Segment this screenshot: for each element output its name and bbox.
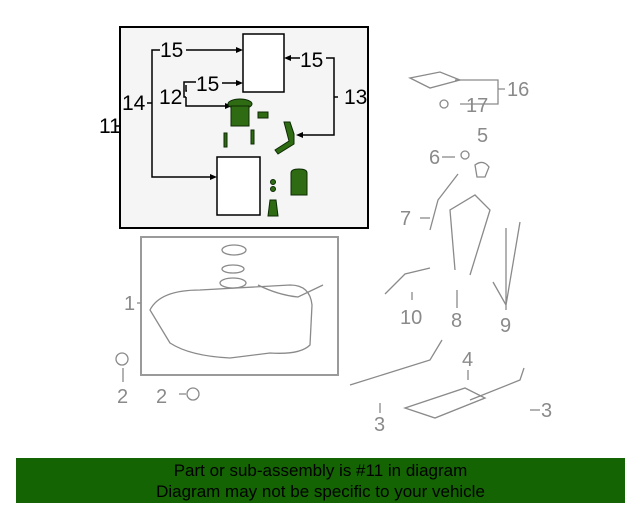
callout-5[interactable]: 5 (477, 125, 488, 147)
callout-2-left[interactable]: 2 (117, 386, 128, 408)
banner-line-2: Diagram may not be specific to your vehi… (156, 482, 485, 501)
callout-2-right[interactable]: 2 (156, 386, 167, 408)
callout-10[interactable]: 10 (400, 307, 422, 329)
callout-6[interactable]: 6 (429, 147, 440, 169)
callout-9[interactable]: 9 (500, 315, 511, 337)
subassembly-notice-banner: Part or sub-assembly is #11 in diagram D… (16, 458, 625, 503)
fuel-tank-box (140, 236, 339, 376)
callout-14[interactable]: 14 (122, 92, 146, 115)
hidden-part-box-bottom (216, 156, 261, 216)
callout-11[interactable]: 11 (99, 115, 121, 138)
callout-3-left[interactable]: 3 (374, 414, 385, 436)
callout-7[interactable]: 7 (400, 208, 411, 230)
callout-12[interactable]: 12 (159, 86, 182, 109)
fuel-pump-parts (223, 98, 308, 217)
callout-1[interactable]: 1 (124, 293, 135, 315)
callout-13[interactable]: 13 (344, 86, 367, 109)
callout-4[interactable]: 4 (462, 349, 473, 371)
callout-15-mid[interactable]: 15 (196, 73, 219, 96)
callout-15-top[interactable]: 15 (160, 39, 183, 62)
callout-8[interactable]: 8 (451, 310, 462, 332)
banner-line-1: Part or sub-assembly is #11 in diagram (173, 461, 468, 480)
callout-3-right[interactable]: 3 (541, 400, 552, 422)
leader-lines-gray (122, 79, 540, 413)
callout-16[interactable]: 16 (507, 79, 529, 101)
callout-17[interactable]: 17 (466, 95, 488, 117)
hidden-part-box-top (242, 33, 285, 93)
callout-15-right[interactable]: 15 (300, 49, 323, 72)
gray-part-drawings (115, 71, 525, 419)
